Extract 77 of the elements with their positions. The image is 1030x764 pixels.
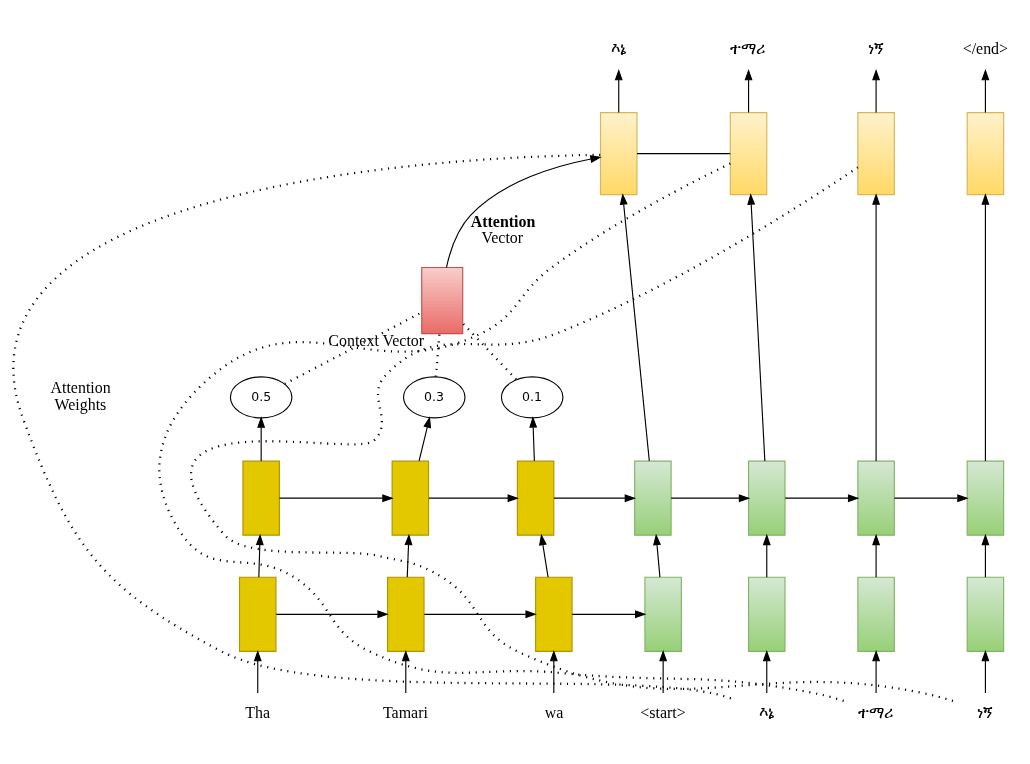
node-text: </end> [962,40,1009,58]
arrow [981,68,990,114]
arrow [401,649,410,694]
node-box [391,460,430,536]
arrow [762,533,771,578]
arrow [872,68,881,114]
node-box [387,576,425,652]
node-box [634,460,672,536]
node-box [238,576,277,652]
arrow [614,68,623,114]
node-box [747,576,786,652]
connector [191,166,955,703]
node-box [729,112,768,196]
node-text: wa [544,704,564,722]
node-text: እኔ [758,704,774,722]
arrow [423,610,537,619]
arrow [529,416,538,462]
node-box [516,460,555,536]
node-box [599,112,638,196]
node-text: እኔ [610,40,626,58]
node-box [242,460,280,536]
arrow [670,494,751,503]
arrow [445,155,602,268]
arrow [418,416,432,462]
arrow [659,649,668,694]
arrow [981,649,990,694]
arrow [872,533,881,578]
node-text: <start> [640,704,686,722]
arrow [404,533,413,578]
arrow [253,649,262,694]
node-text: ነኝ [868,40,885,58]
arrow [872,193,881,462]
arrow [539,533,549,578]
connector [158,162,846,703]
edge-label: Attention Vector [470,212,536,246]
arrow [553,494,637,503]
arrow [872,649,881,694]
arrow [428,494,519,503]
node-text: ተማሪ [857,704,893,722]
arrow [893,494,969,503]
arrow [784,494,860,503]
arrow [549,649,558,694]
connector [284,311,422,385]
arrow [278,494,394,503]
node-text: ነኝ [977,704,994,722]
arrow [255,533,264,578]
arrow [981,533,990,578]
node-box [857,576,895,652]
node-box [421,267,464,335]
node-box [644,576,682,652]
node-box [966,460,1005,536]
connector [636,153,731,155]
arrow [653,533,661,578]
node-ellipse: 0.3 [402,376,466,419]
node-box [966,112,1005,196]
node-ellipse: 0.5 [229,376,293,419]
arrow [571,610,647,619]
arrow [619,193,650,462]
arrow [744,68,753,114]
node-ellipse: 0.1 [500,376,564,419]
arrow [275,610,389,619]
node-box [966,576,1005,652]
node-label: Context Vector [328,332,425,350]
connector [434,333,441,377]
node-box [535,576,573,652]
node-box [747,460,786,536]
node-box [857,460,895,536]
connector [462,322,517,381]
arrow [257,416,266,462]
arrow [762,649,771,694]
arrow [747,193,766,462]
label: Attention Weights [50,379,111,414]
node-box [857,112,895,196]
node-text: Tamari [383,704,428,722]
node-text: ተማሪ [730,40,766,58]
arrow [981,193,990,462]
node-text: Tha [245,704,270,722]
